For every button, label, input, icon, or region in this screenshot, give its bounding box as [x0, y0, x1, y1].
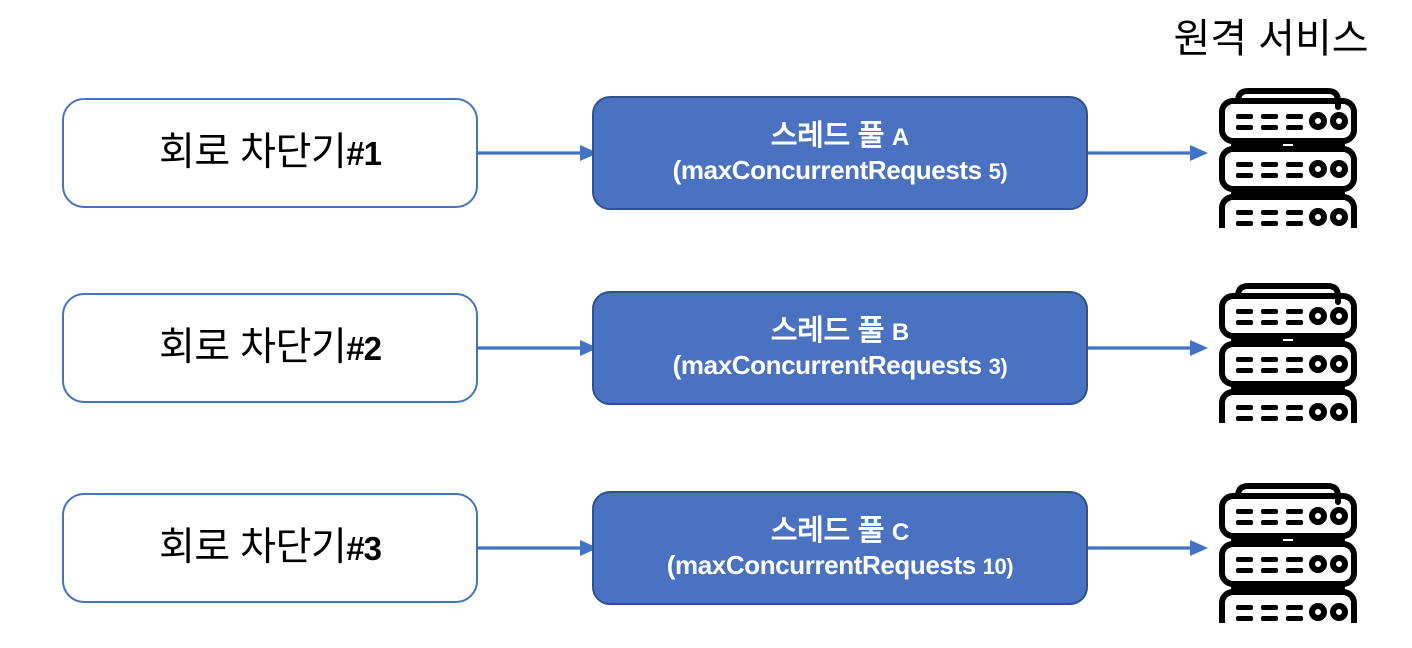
circuit-breaker-label: 회로 차단기#2 — [159, 325, 382, 371]
thread-pool-config-key: (maxConcurrentRequests — [666, 549, 976, 580]
thread-pool-title: 스레드 풀 A — [771, 119, 909, 155]
arrow-breaker-to-pool — [478, 336, 598, 360]
flow-row: 회로 차단기#1 스레드 풀 A (maxConcurrentRequests … — [0, 83, 1412, 228]
circuit-breaker-name: 회로 차단기 — [159, 130, 347, 174]
thread-pool-config-key: (maxConcurrentRequests — [672, 154, 982, 185]
arrow-breaker-to-pool — [478, 536, 598, 560]
thread-pool-name: 스레드 풀 — [770, 119, 885, 152]
thread-pool-id: B — [891, 318, 910, 346]
thread-pool-config: (maxConcurrentRequests 5) — [673, 154, 1008, 188]
circuit-breaker-box[interactable]: 회로 차단기#2 — [62, 293, 478, 403]
circuit-breaker-box[interactable]: 회로 차단기#1 — [62, 98, 478, 208]
thread-pool-config-value: 5) — [988, 158, 1008, 184]
arrow-pool-to-server — [1088, 336, 1208, 360]
circuit-breaker-name: 회로 차단기 — [159, 525, 347, 569]
circuit-breaker-label: 회로 차단기#1 — [159, 130, 382, 176]
remote-service-title: 원격 서비스 — [1173, 17, 1369, 61]
arrow-pool-to-server — [1088, 141, 1208, 165]
thread-pool-box[interactable]: 스레드 풀 C (maxConcurrentRequests 10) — [592, 491, 1088, 605]
thread-pool-config-key: (maxConcurrentRequests — [672, 349, 982, 380]
flow-row: 회로 차단기#2 스레드 풀 B (maxConcurrentRequests … — [0, 278, 1412, 423]
arrow-pool-to-server — [1088, 536, 1208, 560]
thread-pool-id: C — [891, 518, 910, 546]
circuit-breaker-number: #3 — [346, 529, 382, 567]
thread-pool-config-value: 3) — [988, 353, 1008, 379]
arrow-breaker-to-pool — [478, 141, 598, 165]
flow-row: 회로 차단기#3 스레드 풀 C (maxConcurrentRequests … — [0, 478, 1412, 623]
circuit-breaker-number: #1 — [346, 134, 382, 172]
thread-pool-config: (maxConcurrentRequests 10) — [667, 549, 1014, 583]
circuit-breaker-name: 회로 차단기 — [159, 325, 347, 369]
server-rack-icon — [1208, 278, 1368, 423]
server-rack-icon — [1208, 83, 1368, 228]
thread-pool-box[interactable]: 스레드 풀 B (maxConcurrentRequests 3) — [592, 291, 1088, 405]
thread-pool-title: 스레드 풀 C — [771, 514, 909, 550]
thread-pool-config-value: 10) — [982, 553, 1014, 579]
circuit-breaker-label: 회로 차단기#3 — [159, 525, 382, 571]
server-rack-icon — [1208, 478, 1368, 623]
thread-pool-box[interactable]: 스레드 풀 A (maxConcurrentRequests 5) — [592, 96, 1088, 210]
thread-pool-title: 스레드 풀 B — [771, 314, 909, 350]
thread-pool-name: 스레드 풀 — [770, 314, 885, 347]
thread-pool-id: A — [891, 123, 910, 151]
circuit-breaker-number: #2 — [346, 329, 382, 367]
thread-pool-name: 스레드 풀 — [770, 514, 885, 547]
circuit-breaker-box[interactable]: 회로 차단기#3 — [62, 493, 478, 603]
thread-pool-config: (maxConcurrentRequests 3) — [673, 349, 1008, 383]
